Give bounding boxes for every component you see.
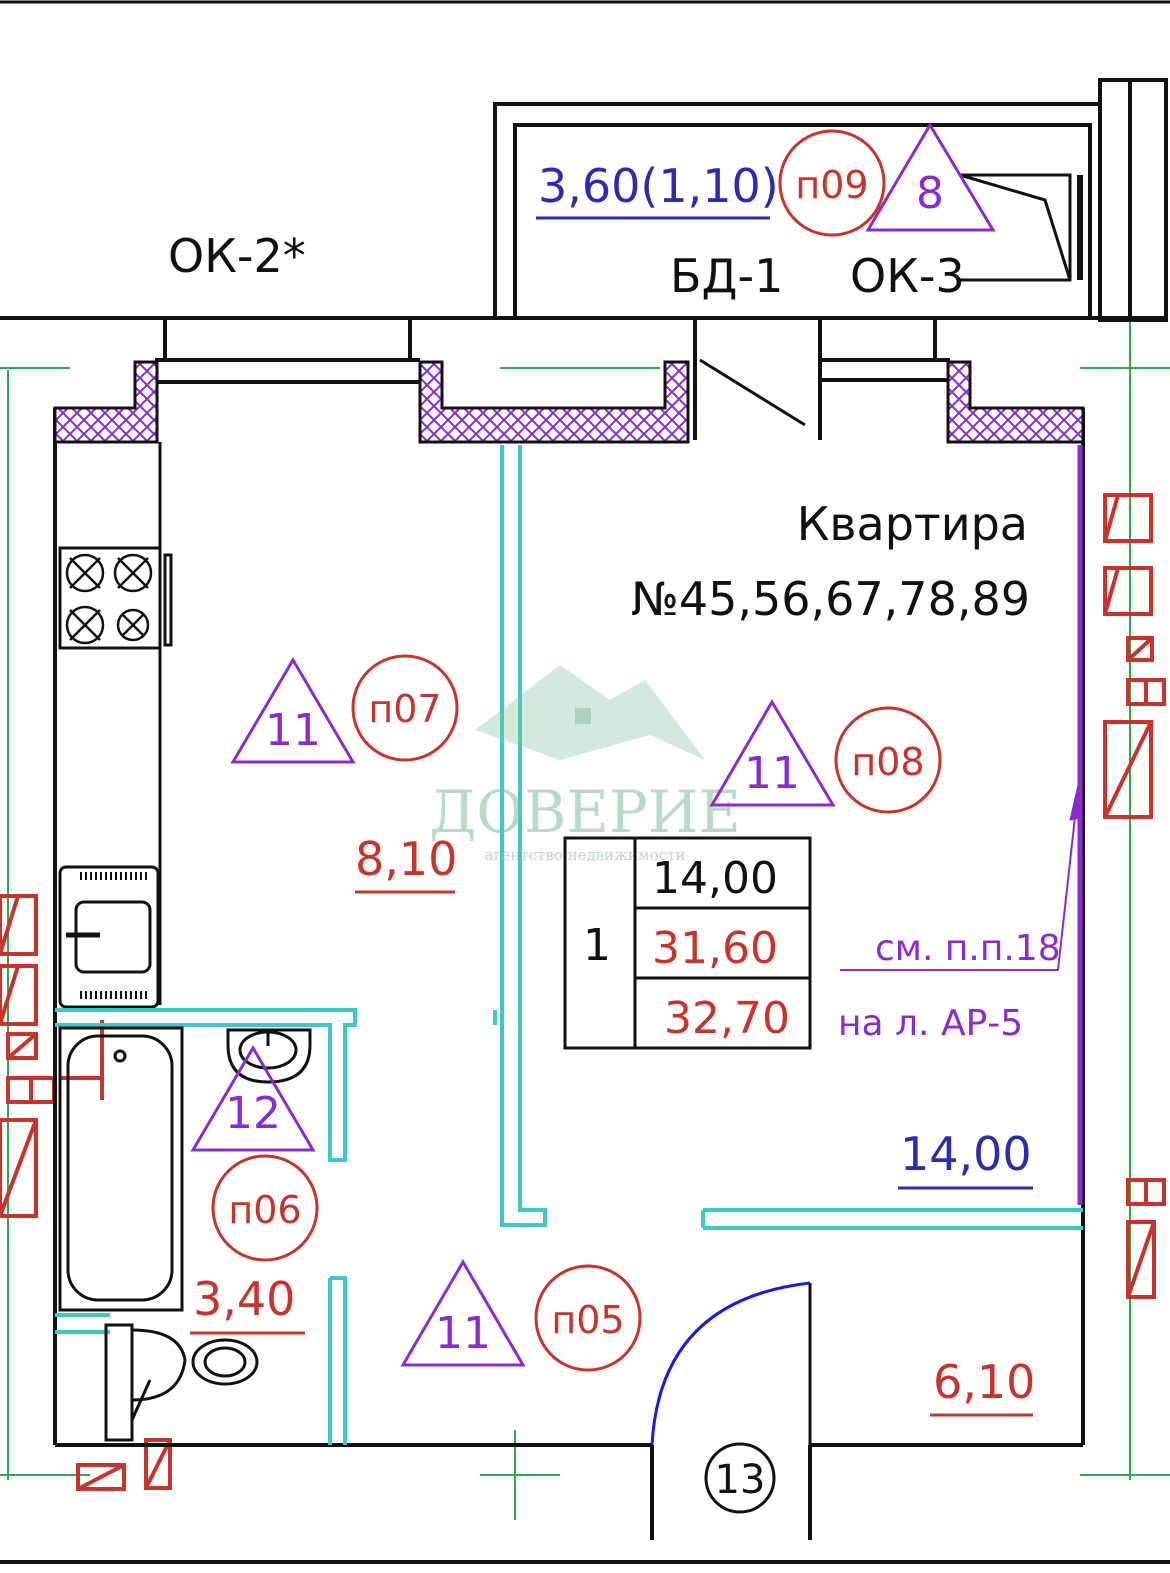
window-label-right: ОК-3 [850, 249, 965, 303]
hall-room-tag: п05 [551, 1298, 624, 1342]
balcony-room-tag: п09 [795, 163, 868, 207]
balcony-tag-circle [778, 129, 886, 237]
bathroom-finish-triangle [190, 1045, 316, 1152]
entrance-door [650, 1281, 812, 1446]
living-area: 14,00 [900, 1127, 1032, 1181]
wall-hatch [53, 360, 1085, 444]
window-label-left: ОК-2* [168, 229, 306, 283]
sink-icon [58, 865, 160, 1009]
ventilation-markers [0, 493, 1166, 1491]
bathroom-finish-tag: 12 [225, 1088, 281, 1139]
note-line-1: см. п.п.18 [875, 928, 1061, 969]
kitchen-finish-tag: 11 [265, 705, 321, 756]
living-tag-circle [834, 706, 942, 814]
apartment-title: Квартира [797, 497, 1028, 551]
bathroom-room-tag: п06 [228, 1188, 301, 1232]
hall-finish-tag: 11 [435, 1308, 491, 1359]
balcony-door-label: БД-1 [670, 249, 783, 303]
living-room-tag: п08 [851, 740, 924, 784]
hall-area: 6,10 [933, 1355, 1035, 1409]
balcony-finish-tag: 8 [916, 168, 944, 219]
balcony-door [699, 358, 806, 427]
partitions [55, 445, 1083, 1445]
axis-label: 13 [715, 1457, 766, 1503]
watermark-brand: ДОВЕРИЕ [429, 778, 741, 846]
kitchen-area: 8,10 [355, 832, 457, 886]
balcony-window-icon [959, 173, 1083, 282]
watermark-house-icon [575, 708, 591, 724]
kitchen-finish-triangle [230, 657, 356, 764]
watermark: ДОВЕРИЕ агентство недвижимости [429, 665, 741, 864]
hall-tag-circle [534, 1264, 642, 1372]
stove-icon [65, 553, 153, 645]
bathroom-area: 3,40 [193, 1272, 295, 1326]
summary-total-area: 31,60 [652, 923, 778, 974]
balcony-finish-triangle [865, 122, 996, 232]
kitchen-counter [58, 442, 173, 1005]
hall-finish-triangle [400, 1259, 526, 1367]
bathroom-tag-circle [211, 1154, 319, 1262]
apartment-numbers: №45,56,67,78,89 [631, 572, 1030, 626]
axis-marker-circle [704, 1442, 776, 1514]
living-finish-tag: 11 [744, 748, 800, 799]
note-leader [840, 445, 1083, 1205]
summary-rooms: 1 [583, 920, 611, 971]
balcony-area: 3,60(1,10) [538, 159, 779, 213]
note-line-2: на л. АР-5 [838, 1003, 1023, 1044]
washbasin-icon [226, 1028, 312, 1084]
living-finish-triangle [709, 699, 836, 807]
summary-total-with-balcony: 32,70 [664, 993, 790, 1044]
toilet-icon [104, 1323, 259, 1442]
kitchen-room-tag: п07 [368, 687, 441, 731]
outer-walls [0, 316, 1170, 1564]
summary-living-area: 14,00 [652, 853, 778, 904]
kitchen-tag-circle [351, 654, 459, 762]
summary-table [563, 836, 812, 1050]
bathtub-icon [58, 1026, 184, 1312]
